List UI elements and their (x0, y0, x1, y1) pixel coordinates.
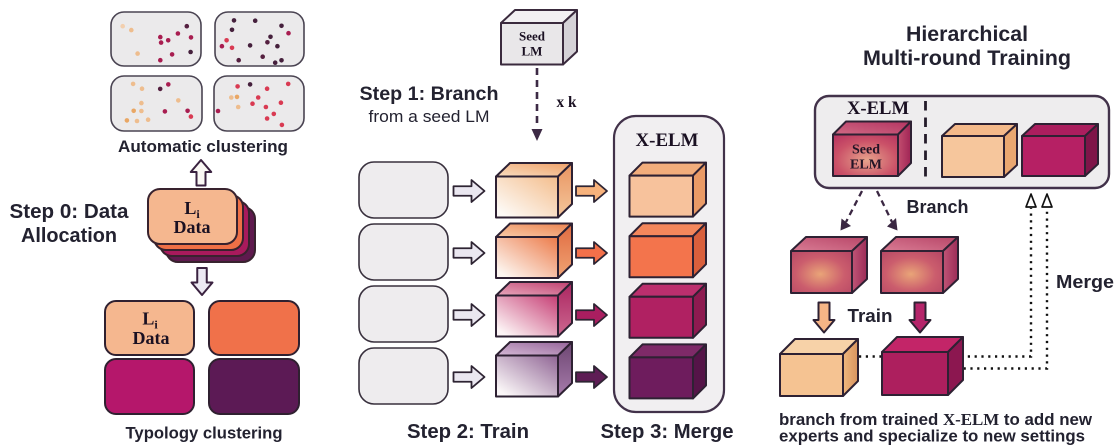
svg-text:Seed: Seed (519, 29, 546, 44)
svg-text:Typology clustering: Typology clustering (126, 424, 283, 443)
svg-text:Merge: Merge (1056, 272, 1114, 292)
svg-text:x k: x k (557, 94, 577, 111)
svg-text:ELM: ELM (850, 157, 882, 172)
svg-text:X-ELM: X-ELM (636, 130, 699, 151)
svg-text:X-ELM: X-ELM (847, 98, 909, 119)
svg-text:Data: Data (133, 328, 170, 348)
svg-text:Li: Li (142, 309, 158, 332)
svg-text:LM: LM (522, 44, 543, 59)
svg-text:Allocation: Allocation (21, 225, 117, 247)
svg-text:Train: Train (848, 306, 893, 326)
svg-text:experts and specialize to new: experts and specialize to new settings (779, 427, 1085, 446)
svg-text:Step 1: Branch: Step 1: Branch (360, 83, 499, 105)
svg-text:Branch: Branch (907, 197, 969, 217)
svg-text:Step 2: Train: Step 2: Train (407, 421, 529, 443)
svg-text:Multi-round Training: Multi-round Training (863, 47, 1071, 70)
svg-text:Hierarchical: Hierarchical (906, 23, 1028, 46)
svg-text:Automatic clustering: Automatic clustering (118, 137, 288, 156)
svg-text:Seed: Seed (852, 142, 880, 157)
svg-text:Data: Data (174, 217, 211, 237)
svg-text:branch from trained X-ELM to a: branch from trained X-ELM to add new (779, 410, 1093, 429)
svg-text:Step 3: Merge: Step 3: Merge (601, 421, 734, 443)
svg-text:from a seed LM: from a seed LM (369, 107, 490, 126)
svg-text:Step 0: Data: Step 0: Data (10, 201, 130, 223)
svg-text:Li: Li (184, 198, 200, 221)
